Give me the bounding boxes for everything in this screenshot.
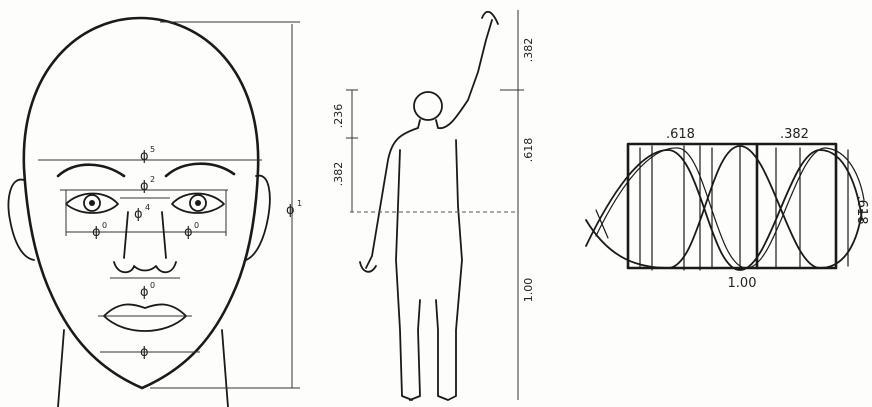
face-figure [9, 18, 300, 407]
lower-lip [104, 316, 186, 331]
body-outline [360, 12, 498, 400]
body-label-382-left: .382 [332, 162, 345, 187]
rect-label-618-side: .618 [854, 196, 869, 225]
phi1-height-exponent: 1 [297, 199, 302, 208]
body-figure [346, 10, 524, 400]
phi5-label: ϕ [140, 149, 149, 164]
phi0-left-exponent: 0 [102, 221, 107, 230]
body-label-100: 1.00 [522, 278, 535, 303]
nose [114, 212, 176, 272]
phi0-left-label: ϕ [92, 225, 101, 240]
upper-lip [104, 304, 186, 316]
phi1-height-label: ϕ [286, 203, 295, 218]
neck-right [222, 330, 228, 407]
phi-chin-label: ϕ [140, 345, 149, 360]
rect-label-100-bottom: 1.00 [728, 276, 757, 291]
rect-label-382-top: .382 [780, 127, 809, 142]
phi4-label: ϕ [134, 207, 143, 222]
phi0-right-label: ϕ [184, 225, 193, 240]
right-pupil [195, 200, 201, 206]
phi2-exponent: 2 [150, 175, 155, 184]
golden-rectangle [628, 144, 836, 268]
helix-rungs [596, 146, 848, 270]
neck-left [58, 330, 64, 407]
body-label-236: .236 [332, 104, 345, 129]
phi0-right-exponent: 0 [194, 221, 199, 230]
right-eyebrow [166, 164, 234, 176]
golden-rectangle-figure [586, 144, 864, 270]
left-eyebrow [58, 165, 124, 176]
phi2-label: ϕ [140, 179, 149, 194]
body-label-618: .618 [522, 138, 535, 163]
left-pupil [89, 200, 95, 206]
phi5-exponent: 5 [150, 145, 155, 154]
phi0-mouth-exponent: 0 [150, 281, 155, 290]
phi0-mouth-label: ϕ [140, 285, 149, 300]
body-labels: .236 .382 .382 .618 1.00 [332, 38, 535, 303]
phi4-exponent: 4 [145, 203, 150, 212]
body-head [414, 92, 442, 120]
rect-label-618-top: .618 [666, 127, 695, 142]
body-label-382-right: .382 [522, 38, 535, 63]
